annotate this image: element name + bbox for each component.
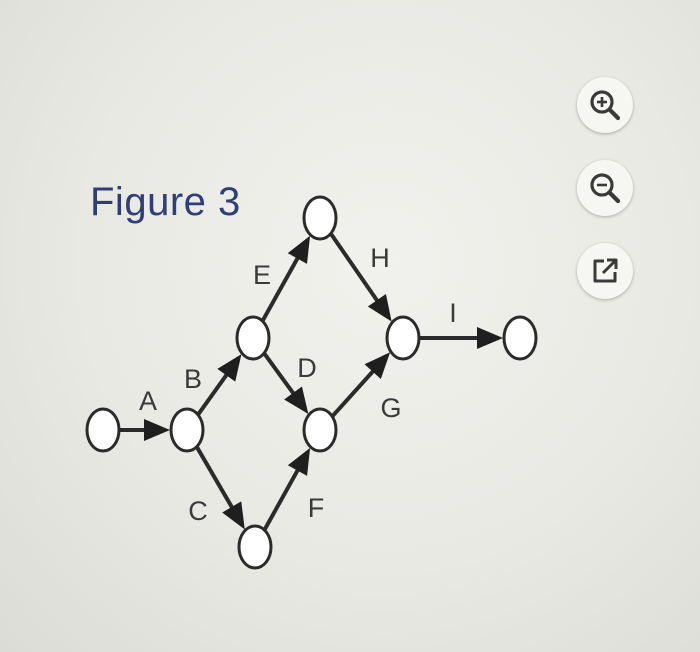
arrowhead-G bbox=[364, 352, 391, 379]
edge-label-D: D bbox=[297, 353, 317, 383]
zoom-out-button[interactable] bbox=[577, 160, 633, 216]
arrowhead-E bbox=[287, 235, 311, 264]
edge-D bbox=[262, 351, 309, 415]
node-n8 bbox=[502, 315, 538, 361]
arrowhead-C bbox=[222, 501, 245, 530]
arrowhead-A bbox=[144, 419, 170, 441]
node-layer bbox=[85, 195, 538, 570]
label-layer: A B C E D H F G I bbox=[139, 243, 457, 526]
arrowhead-F bbox=[287, 447, 311, 476]
edge-line-F bbox=[262, 466, 301, 532]
edge-label-B: B bbox=[184, 364, 202, 394]
edge-label-G: G bbox=[380, 393, 401, 423]
edge-layer bbox=[118, 232, 503, 532]
edge-A bbox=[118, 419, 170, 441]
node-n7 bbox=[237, 524, 273, 570]
edge-F bbox=[262, 447, 311, 532]
edge-label-C: C bbox=[188, 496, 208, 526]
edge-line-C bbox=[195, 445, 235, 511]
node-n6 bbox=[302, 407, 338, 453]
external-link-icon bbox=[593, 258, 618, 283]
node-n2 bbox=[169, 407, 205, 453]
edge-label-F: F bbox=[308, 493, 325, 523]
edge-H bbox=[329, 232, 392, 322]
zoom-in-icon bbox=[590, 90, 621, 121]
edge-B bbox=[196, 354, 242, 416]
node-n4 bbox=[302, 195, 338, 241]
edge-label-I: I bbox=[449, 298, 457, 328]
edge-line-D bbox=[262, 351, 297, 397]
zoom-in-button[interactable] bbox=[577, 77, 633, 133]
edge-I bbox=[418, 327, 503, 349]
edge-C bbox=[195, 445, 245, 530]
edge-label-H: H bbox=[370, 243, 390, 273]
edge-line-B bbox=[196, 371, 230, 416]
edge-G bbox=[330, 352, 391, 418]
figure-title: Figure 3 bbox=[90, 180, 241, 224]
zoom-out-icon bbox=[590, 173, 621, 204]
node-n1 bbox=[85, 407, 121, 453]
edge-E bbox=[260, 235, 311, 323]
node-n3 bbox=[235, 315, 271, 361]
edge-line-E bbox=[260, 254, 301, 323]
arrowhead-D bbox=[284, 386, 309, 415]
open-external-button[interactable] bbox=[577, 243, 633, 299]
arrowhead-B bbox=[217, 354, 242, 382]
node-n5 bbox=[385, 315, 421, 361]
arrowhead-H bbox=[367, 293, 392, 322]
arrowhead-I bbox=[477, 327, 503, 349]
edge-line-G bbox=[330, 368, 377, 418]
edge-label-E: E bbox=[253, 260, 271, 290]
edge-label-A: A bbox=[139, 386, 157, 416]
edge-line-H bbox=[329, 232, 381, 304]
